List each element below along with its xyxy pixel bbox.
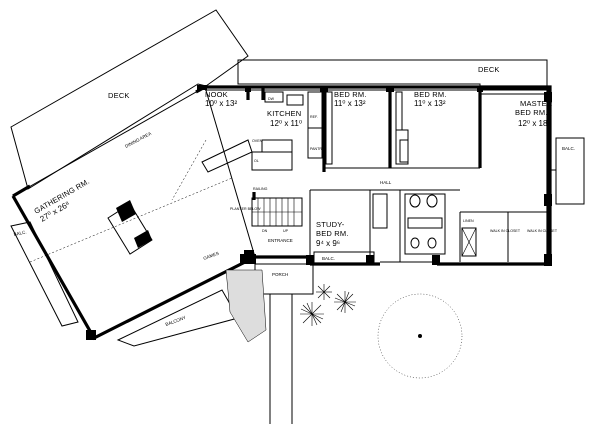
bedroom-2-label: BED RM. — [414, 90, 447, 99]
deck-left-label: DECK — [108, 91, 130, 100]
games-label: GAMES — [203, 251, 220, 261]
closets — [325, 91, 409, 165]
kitchen-label: KITCHEN — [267, 109, 301, 118]
deck-right — [237, 59, 548, 90]
stairs — [251, 192, 303, 227]
oven-ol-label: OL — [254, 159, 259, 163]
room-divider-dashed — [29, 139, 233, 263]
balcony-left — [10, 221, 79, 327]
kitchen-dimension: 12⁰ x 11⁰ — [270, 119, 302, 128]
dishwasher-label: DW — [268, 97, 275, 101]
planter-bed — [225, 269, 267, 343]
fireplace — [107, 200, 153, 255]
railing-label: RAILING — [253, 187, 268, 191]
study-dimension: 9⁴ x 9⁶ — [316, 239, 340, 248]
balcony-study-label: BALC. — [322, 256, 335, 261]
balcony-master-label: BALC. — [562, 146, 575, 151]
hall-label: HALL — [380, 180, 392, 185]
stairs-down-label: DN — [262, 229, 268, 233]
bedroom-1-dimension: 11⁰ x 13² — [334, 99, 366, 108]
pantry-label: PANTRY — [310, 147, 325, 151]
stairs-up-label: UP — [283, 229, 289, 233]
walk-in-closet-2-label: WALK IN CLOSET — [527, 229, 558, 233]
bedroom-1-label: BED RM. — [334, 90, 367, 99]
study-label: STUDY- — [316, 220, 345, 229]
refrigerator-label: REF. — [310, 115, 318, 119]
shrubs — [300, 284, 356, 326]
balcony-bottom-label: BALCONY — [165, 315, 187, 327]
dining-area-label: DINING AREA — [124, 131, 152, 149]
master-bedroom-label-2: BED RM. — [515, 108, 548, 117]
porch — [254, 263, 314, 424]
patio-circle — [377, 293, 463, 379]
kitchen-fixtures — [201, 91, 323, 173]
linen-label: LINEN — [463, 219, 474, 223]
study-label-2: BED RM. — [316, 229, 349, 238]
oven-label: OVEN — [252, 139, 263, 143]
master-bedroom-label: MASTER — [520, 99, 553, 108]
walk-in-closet-1-label: WALK IN CLOSET — [490, 229, 521, 233]
bathrooms — [372, 193, 477, 257]
balcony-left-label: BALC. — [13, 229, 27, 237]
master-bedroom-dimension: 12⁰ x 18² — [518, 119, 550, 128]
bedroom-2-dimension: 11⁰ x 13² — [414, 99, 446, 108]
deck-right-label: DECK — [478, 65, 500, 74]
entrance-label: ENTRANCE — [268, 238, 293, 243]
planter-label: PLANTER BELOW — [230, 207, 261, 211]
wall-blocks — [86, 85, 552, 340]
balcony-master — [555, 137, 585, 205]
porch-label: PORCH — [272, 272, 288, 277]
nook-label: NOOK — [205, 90, 228, 99]
nook-dimension: 10⁰ x 13² — [205, 99, 237, 108]
